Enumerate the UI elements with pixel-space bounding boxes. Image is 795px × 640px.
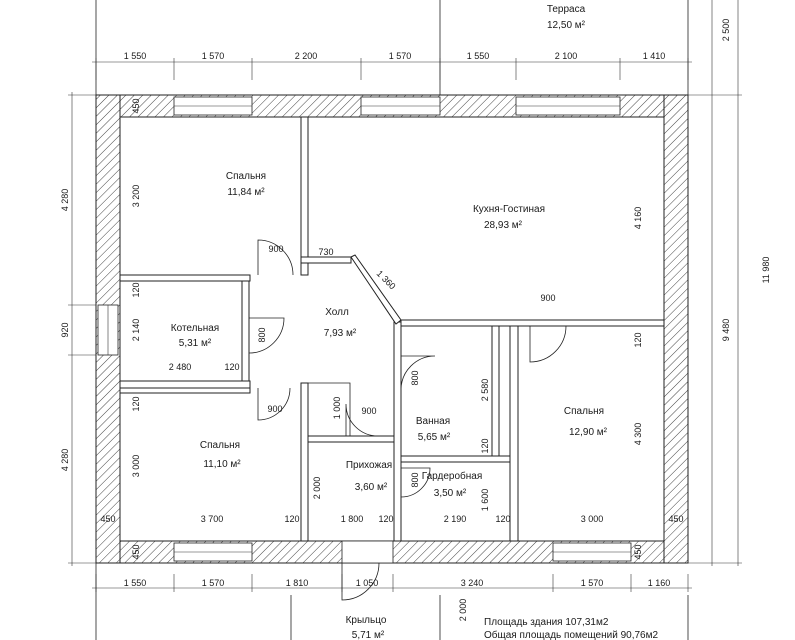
entrance-opening: [341, 540, 394, 564]
dim-left: 920: [60, 322, 70, 337]
dimension-line-left: [68, 92, 96, 566]
dim-inner: 120: [480, 438, 490, 453]
dim-bottom: 1 050: [356, 578, 379, 588]
room-area-terrace: 12,50 м²: [547, 20, 586, 31]
dimension-labels-bottom: 1 550 1 570 1 810 1 050 3 240 1 570 1 16…: [124, 578, 671, 588]
room-area-hallway: 3,60 м²: [355, 482, 388, 493]
dim-left: 4 280: [60, 449, 70, 472]
dim-inner: 1 800: [341, 514, 364, 524]
dim-inner: 4 300: [633, 423, 643, 446]
dim-right: 9 480: [721, 319, 731, 342]
room-name-hallway: Прихожая: [346, 460, 392, 471]
dim-inner: 2 580: [480, 379, 490, 402]
doors: [248, 239, 567, 601]
total-area-text: Общая площадь помещений 90,76м2: [484, 629, 658, 640]
dim-inner: 450: [131, 98, 141, 113]
room-area-boiler: 5,31 м²: [179, 338, 212, 349]
dim-right: 11 980: [761, 257, 771, 284]
room-name-porch: Крыльцо: [346, 615, 387, 626]
dim-inner: 120: [633, 332, 643, 347]
dim-bottom: 1 570: [581, 578, 604, 588]
interior-walls: [119, 116, 665, 542]
hall-column: [308, 382, 351, 436]
dim-inner: 800: [410, 472, 420, 487]
dim-inner: 2 000: [458, 599, 468, 622]
room-area-bedroom-right: 12,90 м²: [569, 427, 608, 438]
dim-bottom: 3 240: [461, 578, 484, 588]
room-area-hall: 7,93 м²: [324, 328, 357, 339]
dim-inner: 800: [410, 370, 420, 385]
room-name-boiler: Котельная: [171, 323, 219, 334]
dim-top: 1 410: [643, 51, 666, 61]
dim-inner: 120: [131, 282, 141, 297]
room-name-terrace: Терраса: [547, 4, 586, 15]
dim-inner: 3 000: [131, 455, 141, 478]
dim-inner: 2 190: [444, 514, 467, 524]
dim-inner: 3 200: [131, 185, 141, 208]
dim-bottom: 1 570: [202, 578, 225, 588]
dim-top: 1 550: [124, 51, 147, 61]
dim-inner: 1 600: [480, 489, 490, 512]
dim-inner: 450: [668, 514, 683, 524]
dim-inner: 450: [131, 544, 141, 559]
building-area-text: Площадь здания 107,31м2: [484, 617, 609, 628]
dimension-line-top: [92, 58, 692, 80]
dim-inner: 2 480: [169, 362, 192, 372]
dim-inner: 2 140: [131, 319, 141, 342]
dim-inner: 1 000: [332, 397, 342, 420]
dim-inner: 900: [540, 293, 555, 303]
dim-bottom: 1 550: [124, 578, 147, 588]
dim-inner: 120: [378, 514, 393, 524]
porch-outline: [95, 563, 689, 640]
room-name-bathroom: Ванная: [416, 416, 450, 427]
dim-inner: 3 700: [201, 514, 224, 524]
dim-left: 4 280: [60, 189, 70, 212]
room-name-wardrobe: Гардеробная: [422, 470, 483, 482]
dim-inner: 730: [318, 247, 333, 257]
dim-inner: 450: [633, 544, 643, 559]
dimension-labels-inner: 450 3 200 900 730 1 360 4 160 900 120 2 …: [100, 98, 683, 621]
dim-top: 1 570: [202, 51, 225, 61]
dim-inner: 120: [284, 514, 299, 524]
room-area-bedroom-top: 11,84 м²: [227, 187, 265, 198]
dim-inner: 3 000: [581, 514, 604, 524]
room-name-hall: Холл: [325, 307, 349, 318]
dimension-labels-left: 4 280 920 4 280: [60, 189, 70, 472]
dim-bottom: 1 160: [648, 578, 671, 588]
dimension-labels-top: 1 550 1 570 2 200 1 570 1 550 2 100 1 41…: [124, 51, 666, 61]
dim-top: 2 200: [295, 51, 318, 61]
dim-top: 1 570: [389, 51, 412, 61]
room-area-bedroom-bottom: 11,10 м²: [203, 459, 241, 470]
dim-right: 2 500: [721, 19, 731, 42]
dim-inner: 900: [267, 404, 282, 414]
dim-top: 2 100: [555, 51, 578, 61]
room-name-kitchen: Кухня-Гостиная: [473, 204, 545, 215]
room-area-kitchen: 28,93 м²: [484, 220, 523, 231]
dim-bottom: 1 810: [286, 578, 309, 588]
windows: [97, 96, 632, 562]
room-area-bathroom: 5,65 м²: [418, 432, 451, 443]
room-labels: Терраса 12,50 м² Спальня 11,84 м² Кухня-…: [171, 4, 608, 640]
room-name-bedroom-right: Спальня: [564, 406, 604, 417]
room-area-wardrobe: 3,50 м²: [434, 488, 467, 499]
dim-inner: 2 000: [312, 477, 322, 500]
area-summary: Площадь здания 107,31м2 Общая площадь по…: [484, 617, 658, 640]
dim-inner: 120: [495, 514, 510, 524]
room-name-bedroom-bottom: Спальня: [200, 440, 240, 451]
dim-inner: 900: [268, 244, 283, 254]
room-area-porch: 5,71 м²: [352, 630, 385, 640]
dim-inner: 450: [100, 514, 115, 524]
dim-inner: 4 160: [633, 207, 643, 230]
dimension-line-right: [688, 0, 742, 566]
dim-top: 1 550: [467, 51, 490, 61]
dim-inner: 900: [361, 406, 376, 416]
dim-inner: 120: [224, 362, 239, 372]
dim-inner: 120: [131, 396, 141, 411]
room-name-bedroom-top: Спальня: [226, 171, 266, 182]
terrace-outline: [95, 0, 689, 95]
dimension-labels-right: 2 500 11 980 9 480: [721, 19, 771, 342]
dim-inner: 800: [257, 327, 267, 342]
